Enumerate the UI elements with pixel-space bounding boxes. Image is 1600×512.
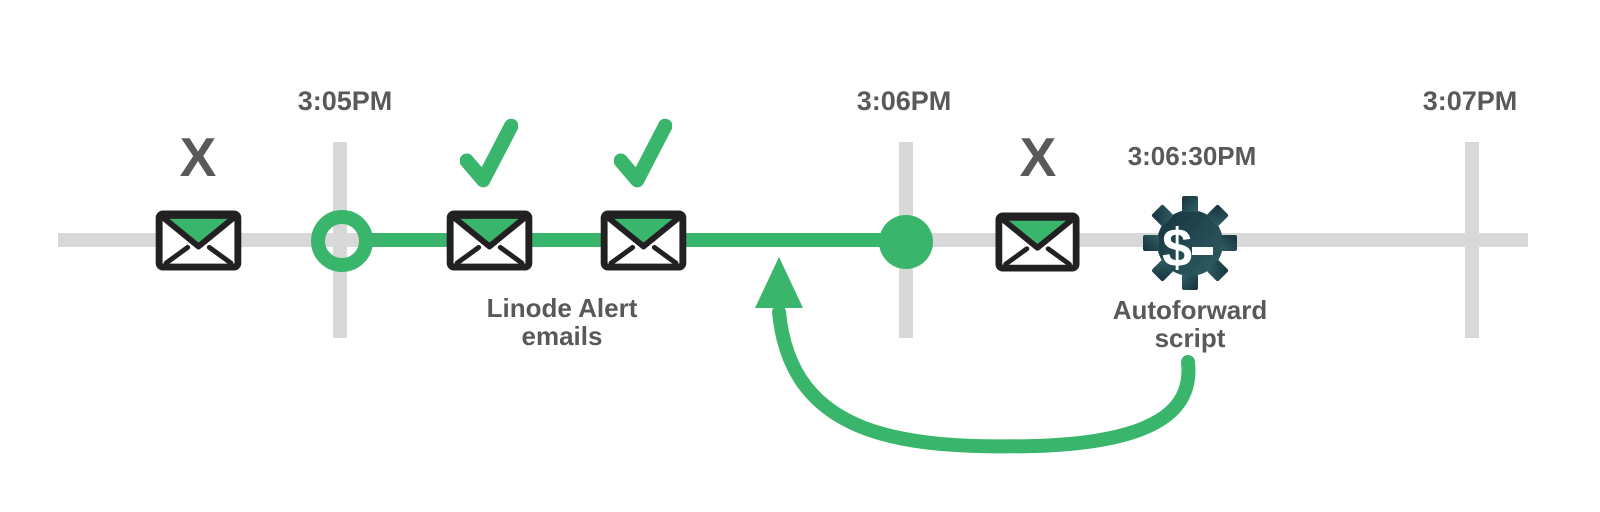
alert-emails-caption-line2: emails — [521, 321, 603, 351]
green-end-dot — [879, 215, 933, 269]
envelope-icon-alert-1 — [446, 210, 533, 271]
tick-3-07pm — [1465, 142, 1479, 338]
dollar-glyph: $ — [1162, 218, 1192, 278]
missed-x-mark-left: X — [179, 126, 217, 188]
cursor-underscore-glyph — [1192, 247, 1213, 255]
time-label-3-07pm: 3:07PM — [1422, 86, 1518, 116]
autoforward-curved-arrow — [740, 246, 1220, 461]
autoforward-caption: Autoforward script — [1113, 296, 1268, 352]
check-icon-left — [460, 117, 518, 191]
alert-emails-caption-line1: Linode Alert — [486, 293, 638, 323]
envelope-icon-missed-after — [995, 212, 1080, 272]
check-icon-right — [614, 117, 672, 191]
time-label-3-06pm: 3:06PM — [856, 86, 952, 116]
envelope-icon-missed-before — [155, 210, 242, 271]
envelope-icon-alert-2 — [600, 210, 687, 271]
missed-x-mark-right: X — [1019, 126, 1057, 188]
time-label-3-05pm: 3:05PM — [297, 86, 393, 116]
green-start-ring — [311, 210, 373, 272]
time-label-3-06-30pm: 3:06:30PM — [1127, 141, 1257, 171]
gear-script-icon: $ — [1142, 195, 1238, 291]
autoforward-caption-line1: Autoforward — [1112, 295, 1268, 325]
autoforward-caption-line2: script — [1154, 323, 1226, 353]
alert-emails-caption: Linode Alert emails — [487, 294, 638, 350]
curved-arrow-head — [755, 257, 803, 308]
curved-arrow-shaft — [772, 305, 1196, 454]
